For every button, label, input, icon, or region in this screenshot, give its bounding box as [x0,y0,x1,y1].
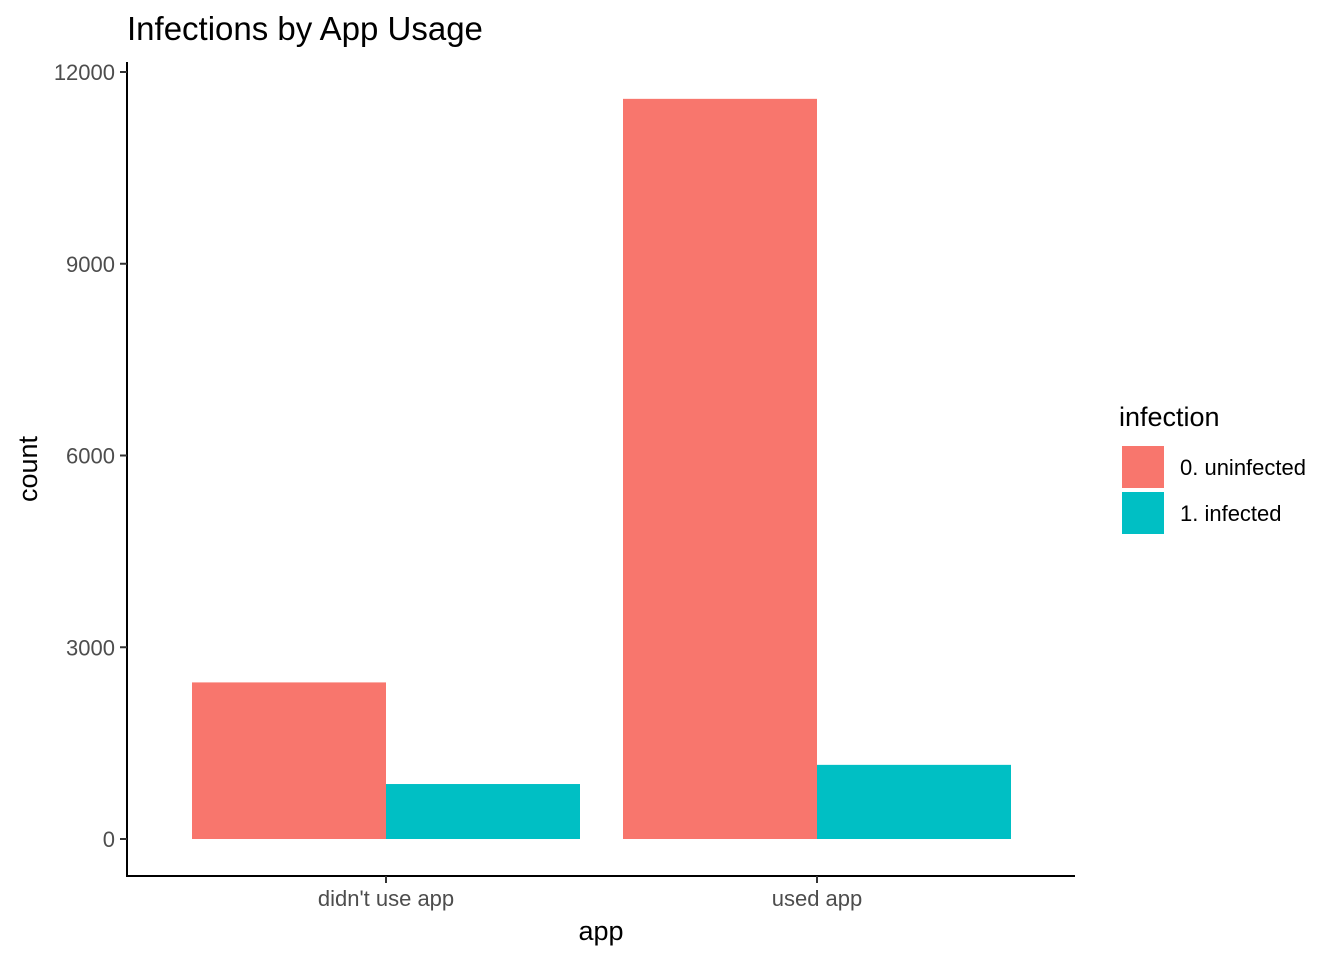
y-axis-title: count [13,435,43,502]
legend-label: 1. infected [1180,501,1282,526]
legend: infection 0. uninfected 1. infected [1119,402,1306,534]
y-tick-label: 6000 [66,444,115,469]
chart-title: Infections by App Usage [127,10,483,47]
legend-label: 0. uninfected [1180,455,1306,480]
legend-title: infection [1119,402,1220,432]
x-tick-label: used app [772,886,863,911]
bars-layer [192,98,1011,840]
bar-infected-0 [386,784,580,839]
x-axis-ticks: didn't use app used app [318,876,862,911]
x-tick-label: didn't use app [318,886,454,911]
bar-uninfected-1 [623,98,817,840]
legend-swatch [1122,492,1164,534]
bar-uninfected-0 [192,682,386,839]
legend-swatch [1122,446,1164,488]
bar-infected-1 [817,764,1011,839]
y-tick-label: 12000 [54,60,115,85]
y-tick-label: 0 [103,827,115,852]
x-axis-title: app [578,916,623,946]
y-tick-label: 3000 [66,635,115,660]
y-axis-ticks: 0 3000 6000 9000 12000 [54,60,127,852]
y-tick-label: 9000 [66,252,115,277]
